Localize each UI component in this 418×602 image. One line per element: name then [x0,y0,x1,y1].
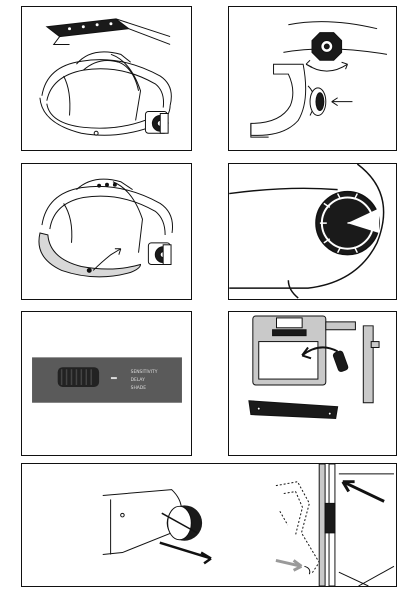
cartridge-battery-figure [228,311,397,456]
knob-removal-figure [21,463,397,587]
headband-ratchet-figure [21,6,192,151]
sweatband-drawing [22,164,191,299]
knob-removal-drawing [22,464,396,586]
slider-printed-label-3: SHADE [131,385,147,391]
shade-dial-drawing [229,164,396,299]
headband-ratchet-drawing [22,7,191,150]
adjuster-knob-drawing [229,7,396,150]
slider-switch-photo: SENSITIVITY DELAY SHADE [22,312,191,455]
cartridge-battery-drawing [229,312,396,455]
slider-printed-label-2: DELAY [131,377,145,383]
sweatband-figure [21,163,192,300]
slider-printed-label-1: SENSITIVITY [131,369,158,375]
slider-switch-figure: SENSITIVITY DELAY SHADE [21,311,192,456]
shade-dial-figure [228,163,397,300]
adjuster-knob-figure [228,6,397,151]
